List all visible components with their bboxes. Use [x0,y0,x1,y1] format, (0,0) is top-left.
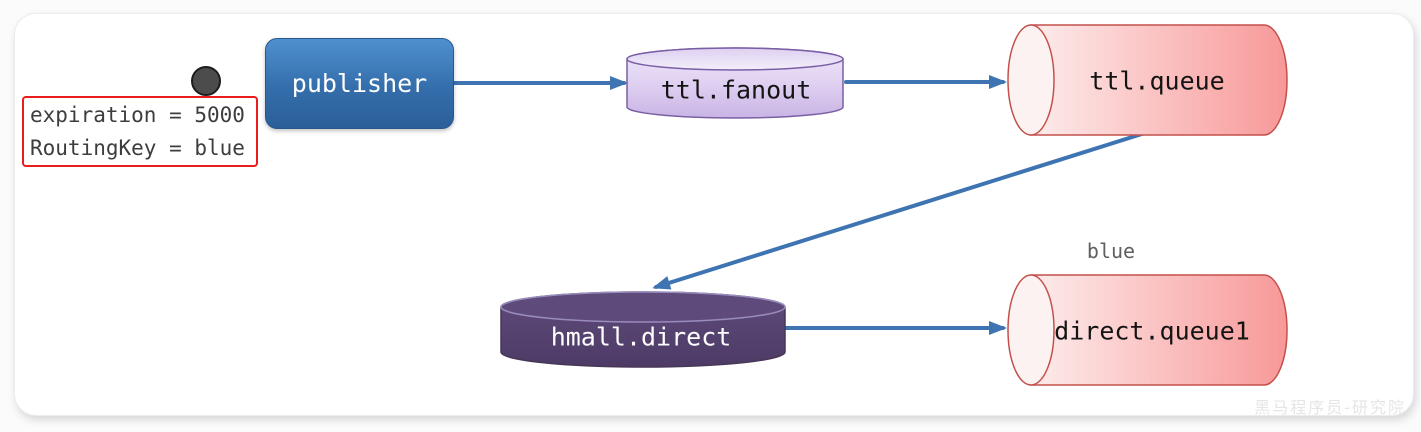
expiration-text: expiration = 5000 [30,103,245,128]
publisher-node[interactable]: publisher [265,38,454,129]
fanout-exchange-node[interactable] [626,47,844,119]
publisher-label: publisher [291,69,428,98]
direct-queue-node[interactable] [1007,274,1288,386]
direct-exchange-label: hmall.direct [550,322,732,352]
fanout-exchange-label: ttl.fanout [660,75,812,105]
ttl-queue-label: ttl.queue [1089,66,1225,96]
arrow-ttl-queue-to-direct-exchange[interactable] [652,131,1147,290]
ttl-queue-node[interactable] [1007,24,1288,136]
message-properties-box[interactable]: expiration = 5000 RoutingKey = blue [22,96,258,167]
routing-key-text: RoutingKey = blue [30,135,245,160]
direct-exchange-node[interactable] [500,291,786,368]
message-dot[interactable] [191,66,221,96]
routing-key-binding-label: blue [1086,239,1136,263]
watermark-text: 黑马程序员-研究院 [1254,398,1406,417]
direct-queue-label: direct.queue1 [1054,316,1250,346]
